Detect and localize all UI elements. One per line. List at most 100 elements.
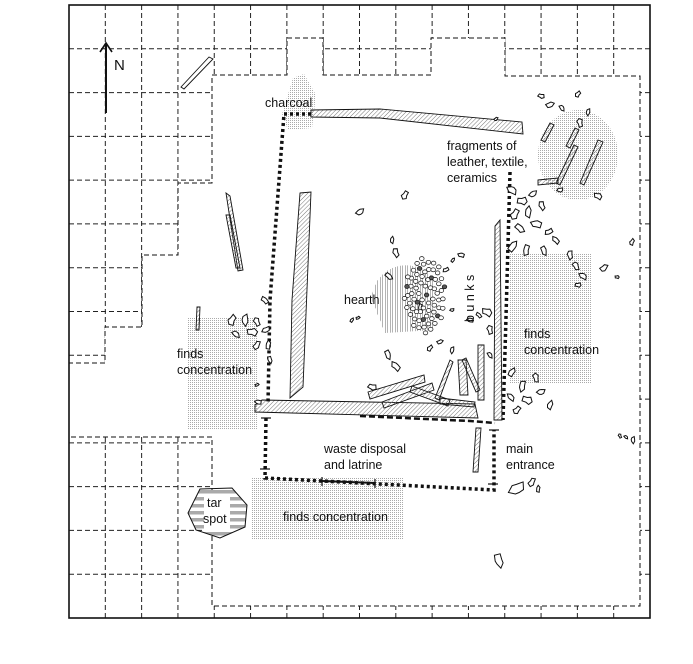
hearth-pebble [434, 290, 440, 296]
stone [392, 248, 400, 259]
stone [547, 399, 554, 411]
entrance-plank [472, 427, 482, 473]
fragment-plank-4 [579, 139, 604, 186]
stone [391, 360, 401, 373]
label-entrance-1: main [506, 442, 533, 456]
stone [493, 116, 499, 122]
north-wall [310, 108, 524, 135]
hearth-pebble [405, 293, 411, 298]
hearth-pebble [407, 312, 414, 317]
hearth-pebble [414, 261, 420, 266]
stone [536, 93, 545, 99]
stone [227, 313, 237, 327]
fragment-plank-2 [565, 127, 580, 149]
label-charcoal: charcoal [265, 96, 312, 110]
stone [260, 295, 270, 305]
debris-plank-4 [434, 359, 454, 401]
stone [509, 208, 520, 220]
stone [538, 201, 546, 212]
hearth-pebble [416, 325, 422, 331]
finds-area-left [188, 318, 258, 430]
stone [513, 223, 526, 233]
ticks [260, 417, 499, 488]
stone [622, 434, 629, 440]
hearth-pebble [436, 281, 442, 287]
label-tar-1: tar [207, 496, 222, 510]
stone [389, 235, 395, 245]
stone [265, 339, 272, 350]
finds-area-bottom [252, 478, 404, 540]
stone [254, 382, 260, 387]
stone [246, 327, 259, 337]
hearth-pebble [422, 269, 428, 275]
stone [261, 325, 270, 333]
stone [349, 317, 355, 324]
hearth-pebble [425, 259, 432, 265]
stone [383, 349, 391, 361]
hearth-pebble [414, 299, 421, 305]
hearth-pebble [414, 272, 420, 277]
stone [566, 250, 574, 261]
latrine-dotted-line [263, 417, 496, 492]
label-finds-right-2: concentration [524, 343, 599, 357]
stone [457, 252, 466, 259]
hearth-pebble [430, 296, 436, 302]
label-tar-2: spot [203, 512, 227, 526]
hearth-pebble [431, 309, 437, 315]
hearth-pebble [419, 274, 425, 279]
stone [629, 237, 635, 246]
hearth-pebble [441, 284, 448, 290]
hearth-pebble [418, 280, 424, 286]
hearth-pebble [432, 321, 438, 326]
hearth-pebble [404, 284, 410, 289]
hearth-pebble [421, 324, 427, 330]
hearth-pebble [431, 302, 437, 308]
stone [552, 235, 561, 246]
stone [521, 395, 533, 406]
hearth-pebble [438, 288, 445, 293]
hearth-pebble [404, 305, 410, 310]
stone [507, 240, 518, 253]
label-finds-left-1: finds [177, 347, 203, 361]
label-hearth: hearth [344, 293, 379, 307]
south-dashed-line [359, 414, 496, 425]
stone [506, 186, 517, 196]
fragment-plank-1 [540, 122, 555, 143]
labels: charcoal fragments of leather, textile, … [177, 96, 599, 526]
stone [576, 118, 584, 129]
hearth-pebble [416, 266, 423, 271]
east-dotted-line [501, 171, 512, 421]
stone [507, 481, 525, 495]
stone [493, 553, 504, 570]
hearth-pebble [416, 291, 422, 296]
frame [68, 4, 651, 619]
hearth-pebble [431, 286, 438, 292]
stone [598, 264, 609, 272]
stone [531, 372, 539, 383]
hearth-pebble [423, 292, 430, 298]
hearth-pebble [432, 277, 438, 282]
stone [241, 313, 249, 328]
fragments-area [538, 110, 618, 200]
stone [630, 435, 636, 445]
label-bunks: b u n k s [463, 275, 477, 322]
hearth-pebble [411, 296, 417, 302]
label-finds-bottom: finds concentration [283, 510, 388, 524]
stones [227, 90, 636, 570]
hearth-pebble [429, 316, 435, 321]
hearth-pebble [410, 306, 416, 312]
latrine-dashed-segment [321, 480, 376, 484]
hearth-pebble [422, 330, 429, 336]
hearth-pebble [413, 279, 419, 284]
hearth-pebble [440, 296, 446, 302]
stone [506, 393, 515, 403]
wall-planks [180, 56, 604, 473]
hearth-pebble [413, 309, 420, 315]
hearth-pebble [438, 276, 445, 282]
hearth-pebble [416, 318, 422, 324]
label-waste-1: waste disposal [323, 442, 406, 456]
outer-plank-3 [195, 306, 201, 331]
stone [578, 272, 587, 281]
label-entrance-2: entrance [506, 458, 555, 472]
stone [449, 346, 455, 355]
